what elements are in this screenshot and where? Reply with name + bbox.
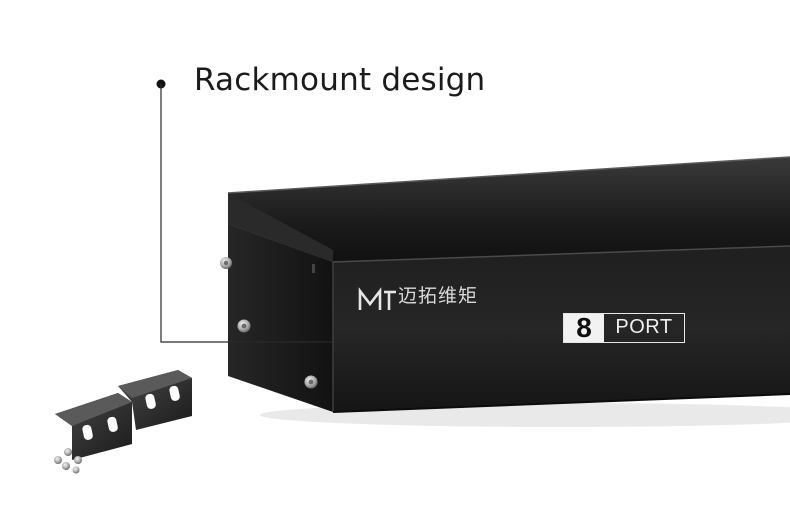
callout-line [160,84,333,343]
port-badge: 8 PORT [563,313,685,343]
rack-bracket-icon [55,393,132,460]
side-mark [312,264,315,273]
rack-bracket-icon [118,370,192,430]
chassis-side-lip [228,193,333,262]
chassis-front [333,246,790,412]
brand-name: 迈拓维矩 [398,285,479,307]
screw-icon [220,257,232,269]
chassis-side [228,224,333,412]
screw-icon [237,319,251,333]
screw-icon [54,448,82,474]
screw-icon [304,375,318,389]
callout-label: Rackmount design [194,62,486,98]
mt-logo-icon [358,287,396,310]
chassis-bottom-edge [332,393,790,413]
port-label: PORT [615,316,673,338]
chassis-top [228,157,790,262]
chassis-top-edge [227,156,790,194]
port-count: 8 [564,314,604,342]
chassis-front-edge [332,245,790,263]
